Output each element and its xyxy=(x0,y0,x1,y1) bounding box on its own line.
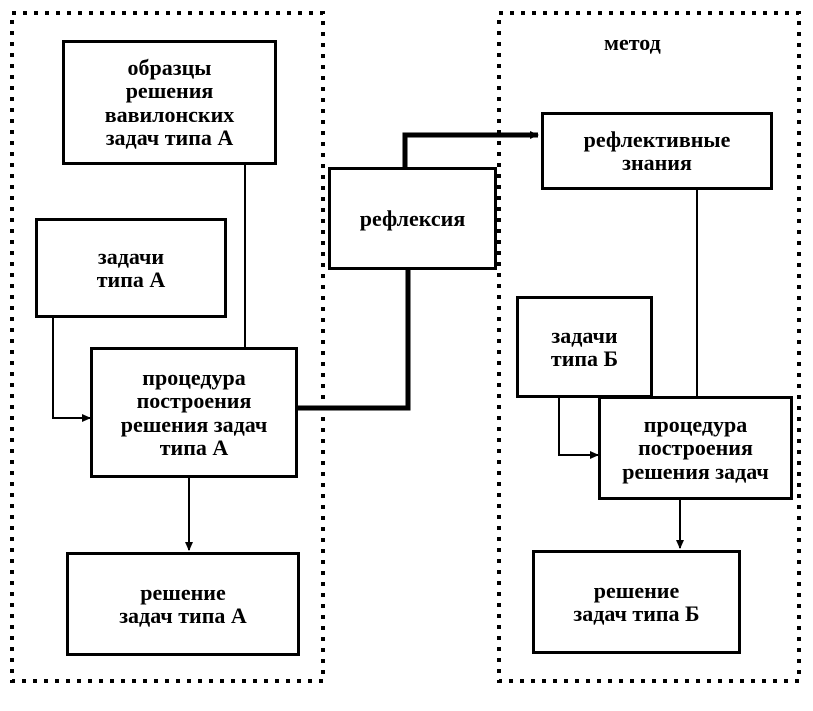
connector-reflection-to-knowledge xyxy=(402,131,539,167)
box-reflection: рефлексия xyxy=(328,167,497,270)
box-procedure-type-b-label: процедура построения решения задач xyxy=(622,412,769,484)
box-solution-type-a: решение задач типа А xyxy=(66,552,300,656)
box-procedure-type-b: процедура построения решения задач xyxy=(598,396,793,500)
box-tasks-type-a-label: задачи типа А xyxy=(96,243,166,292)
box-solution-type-b-label: решение задач типа Б xyxy=(573,577,700,626)
method-group-label: метод xyxy=(604,30,661,55)
box-procedure-type-a-label: процедура построения решения задач типа … xyxy=(120,365,268,460)
connector-procedure-to-reflection xyxy=(297,270,411,411)
box-tasks-type-b: задачи типа Б xyxy=(516,296,653,398)
box-reflective-knowledge: рефлективные знания xyxy=(541,112,773,190)
box-procedure-type-a: процедура построения решения задач типа … xyxy=(90,347,298,478)
box-tasks-type-a: задачи типа А xyxy=(35,218,227,318)
box-solution-type-a-label: решение задач типа А xyxy=(119,579,247,628)
connector-tasks-a-to-procedure xyxy=(52,318,91,422)
box-reflection-label: рефлексия xyxy=(359,205,466,231)
box-tasks-type-b-label: задачи типа Б xyxy=(550,322,619,371)
connector-tasks-b-to-procedure xyxy=(558,398,599,459)
box-reflective-knowledge-label: рефлективные знания xyxy=(583,126,731,175)
box-solution-type-b: решение задач типа Б xyxy=(532,550,741,654)
box-sample-solutions: образцы решения вавилонских задач типа А xyxy=(62,40,277,165)
left-group-frame xyxy=(10,11,325,683)
box-sample-solutions-label: образцы решения вавилонских задач типа А xyxy=(104,55,235,150)
